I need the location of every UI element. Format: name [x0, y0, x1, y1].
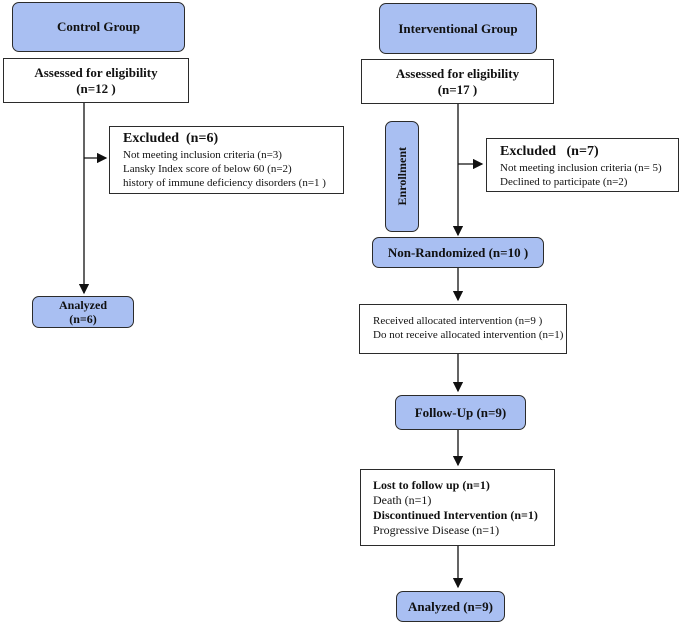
interv-excluded-heading: Excluded (n=7)	[500, 144, 599, 159]
control-assessed-title: Assessed for eligibility	[34, 64, 158, 80]
interv-excluded-item: Declined to participate (n=2)	[500, 176, 628, 188]
interventional-group-header: Interventional Group	[379, 3, 537, 54]
interv-assessed-box: Assessed for eligibility (n=17 )	[361, 59, 554, 104]
lost-title: Lost to follow up (n=1)	[373, 478, 490, 492]
control-excluded-heading: Excluded (n=6)	[123, 131, 219, 146]
follow-up-box: Follow-Up (n=9)	[395, 395, 526, 430]
interv-excluded-box: Excluded (n=7) Not meeting inclusion cri…	[486, 138, 679, 192]
allocation-box: Received allocated intervention (n=9 ) D…	[359, 304, 567, 354]
interv-excluded-item: Not meeting inclusion criteria (n= 5)	[500, 162, 662, 174]
control-assessed-box: Assessed for eligibility (n=12 )	[3, 58, 189, 103]
control-excluded-item: history of immune deficiency disorders (…	[123, 177, 326, 189]
lost-reason: Death (n=1)	[373, 493, 432, 507]
control-excluded-box: Excluded (n=6) Not meeting inclusion cri…	[109, 126, 344, 194]
allocation-item: Received allocated intervention (n=9 )	[373, 315, 543, 327]
lost-followup-box: Lost to follow up (n=1) Death (n=1) Disc…	[360, 469, 555, 546]
control-assessed-count: (n=12 )	[76, 80, 116, 96]
control-excluded-item: Not meeting inclusion criteria (n=3)	[123, 149, 282, 161]
non-randomized-box: Non-Randomized (n=10 )	[372, 237, 544, 268]
discontinued-title: Discontinued Intervention (n=1)	[373, 508, 538, 522]
interv-analyzed-box: Analyzed (n=9)	[396, 591, 505, 622]
allocation-item: Do not receive allocated intervention (n…	[373, 329, 564, 341]
enrollment-label-box: Enrollment	[385, 121, 419, 232]
interv-assessed-title: Assessed for eligibility	[395, 65, 520, 81]
control-analyzed-box: Analyzed (n=6)	[32, 296, 134, 328]
control-excluded-item: Lansky Index score of below 60 (n=2)	[123, 163, 292, 175]
control-group-header: Control Group	[12, 2, 185, 52]
interv-assessed-count: (n=17 )	[437, 81, 478, 97]
discontinued-reason: Progressive Disease (n=1)	[373, 523, 500, 537]
